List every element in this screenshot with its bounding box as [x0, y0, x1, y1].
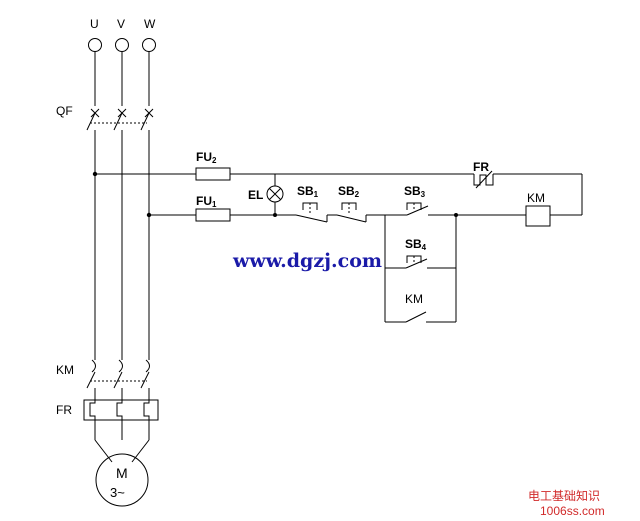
- motor-circle: [95, 453, 149, 507]
- contactor-coil-km: KM: [525, 191, 551, 227]
- terminal-v: [115, 38, 129, 52]
- phase-v-label: V: [117, 17, 125, 31]
- fuse2-label: FU2: [196, 150, 217, 165]
- coil-label: KM: [527, 191, 545, 205]
- watermark-site: www.dgzj.com: [232, 250, 382, 272]
- aux-contact-label: KM: [405, 292, 423, 306]
- sb4-label: SB4: [405, 237, 427, 252]
- stop-button-sb1: SB1: [295, 184, 328, 223]
- overload-main-fr: FR: [56, 398, 159, 440]
- sb1-label: SB1: [297, 184, 319, 199]
- parallel-branch: SB4 KM: [384, 215, 457, 323]
- terminal-u: [88, 38, 102, 52]
- fuse-fu2: [195, 167, 231, 181]
- control-bottom-rail: FU1: [149, 194, 296, 222]
- sb3-label: SB3: [404, 184, 426, 199]
- indicator-lamp-el: EL: [248, 174, 284, 215]
- start-button-sb3: SB3: [365, 184, 526, 222]
- motor: M 3~: [94, 439, 150, 507]
- contactor-main-label: KM: [56, 363, 74, 377]
- phase-w-label: W: [144, 17, 156, 31]
- motor-phase: 3~: [110, 485, 125, 500]
- fr-contact-label: FR: [473, 160, 489, 174]
- breaker-qf: QF: [56, 104, 154, 137]
- watermark-footer-cn: 电工基础知识: [528, 489, 600, 503]
- terminal-w: [142, 38, 156, 52]
- main-bus-lines: [92, 130, 152, 360]
- breaker-label: QF: [56, 104, 73, 118]
- contactor-main-km: KM: [56, 359, 150, 398]
- fuse1-label: FU1: [196, 194, 217, 209]
- watermark-footer-site: 1006ss.com: [540, 504, 605, 518]
- control-top-rail: FU2: [95, 150, 583, 216]
- fuse-fu1: [195, 208, 231, 222]
- phase-u-label: U: [90, 17, 99, 31]
- supply-lines: [94, 52, 150, 106]
- sb2-label: SB2: [338, 184, 360, 199]
- lamp-label: EL: [248, 188, 263, 202]
- overload-contact-fr: FR: [473, 160, 494, 189]
- overload-main-label: FR: [56, 403, 72, 417]
- phase-terminals: U V W: [88, 17, 156, 52]
- motor-letter: M: [116, 465, 128, 481]
- stop-button-sb2: SB2: [326, 184, 367, 223]
